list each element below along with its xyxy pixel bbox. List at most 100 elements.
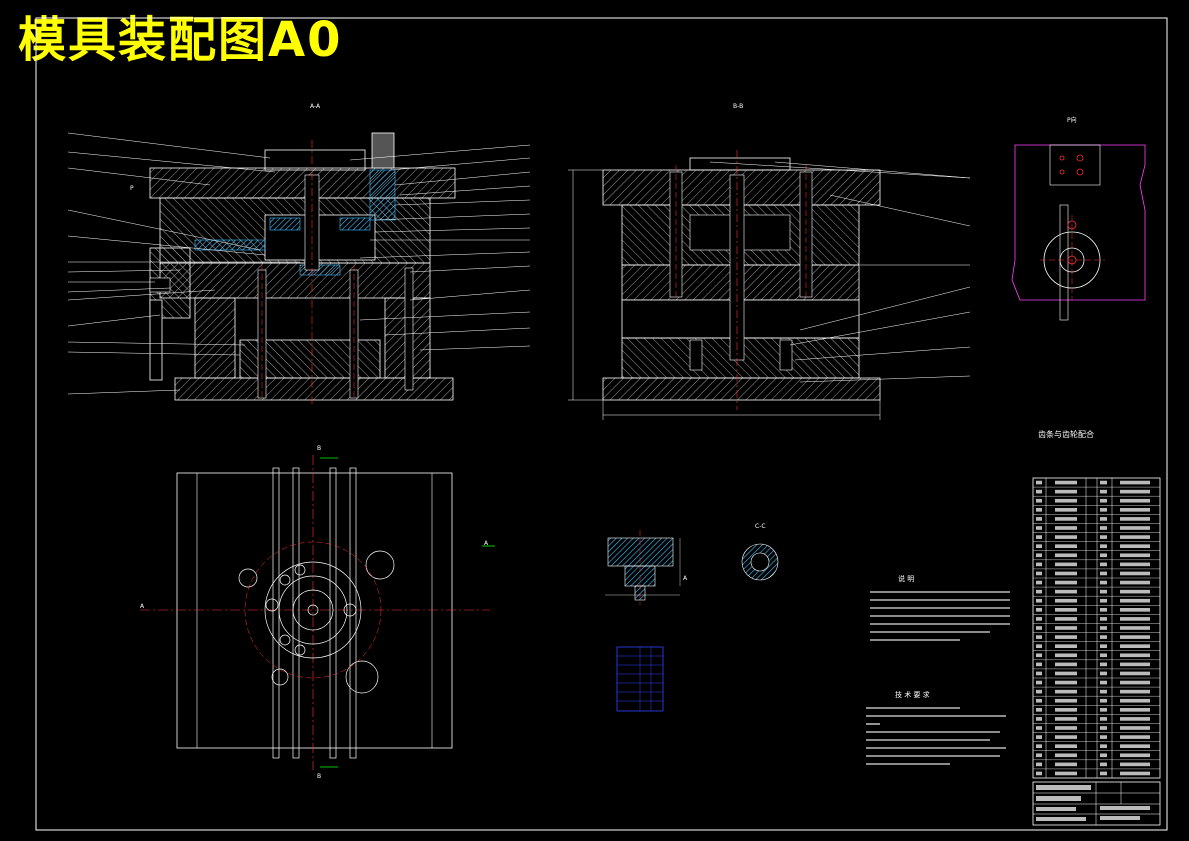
bom-cell-text (1100, 571, 1107, 576)
side-section-view: B-B (568, 103, 971, 420)
bom-cell-text (1120, 689, 1150, 694)
bom-cell-text (1036, 571, 1042, 576)
bom-cell-text (1120, 562, 1150, 567)
bom-cell-text (1120, 508, 1150, 512)
bom-cell-text (1120, 771, 1150, 776)
part-marker-a: A (683, 575, 688, 582)
bom-cell-text (1100, 662, 1107, 667)
bom-cell-text (1120, 626, 1150, 630)
bom-cell-text (1036, 726, 1042, 730)
bom-cell-text (1036, 671, 1042, 676)
bom-cell-text (1036, 489, 1042, 494)
bom-cell-text (1055, 508, 1077, 512)
bom-cell-text (1036, 708, 1042, 712)
bom-cell-text (1120, 726, 1150, 730)
bom-cell-text (1036, 698, 1042, 703)
bom-cell-text (1036, 753, 1042, 758)
bom-cell-text (1120, 480, 1150, 485)
bom-cell-text (1055, 617, 1077, 621)
bom-cell-text (1100, 698, 1107, 703)
bom-cell-text (1036, 762, 1042, 767)
bom-cell-text (1120, 671, 1150, 676)
bom-cell-text (1100, 489, 1107, 494)
bom-cell-text (1055, 744, 1077, 748)
bom-cell-text (1100, 617, 1107, 621)
bom-cell-text (1100, 708, 1107, 712)
main-section-label: A-A (310, 103, 321, 110)
bom-cell-text (1036, 553, 1042, 558)
sheet-border (35, 17, 1168, 831)
bom-cell-text (1120, 526, 1150, 530)
bom-cell-text (1100, 689, 1107, 694)
bom-cell-text (1036, 544, 1042, 548)
bom-cell-text (1120, 571, 1150, 576)
bom-cell-text (1100, 580, 1107, 585)
bom-cell-text (1036, 580, 1042, 585)
bom-cell-text (1055, 562, 1077, 567)
bom-cell-text (1055, 580, 1077, 585)
title-block (1032, 781, 1161, 826)
tech-requirements-heading: 技 术 要 求 (895, 690, 930, 699)
bom-cell-text (1055, 517, 1077, 521)
bom-cell-text (1036, 589, 1042, 594)
bom-cell-text (1036, 535, 1042, 539)
bom-cell-text (1055, 689, 1077, 694)
bom-cell-text (1100, 771, 1107, 776)
bom-cell-text (1055, 498, 1077, 503)
bom-cell-text (1120, 708, 1150, 712)
bom-cell-text (1036, 735, 1042, 739)
bom-cell-text (1055, 489, 1077, 494)
bom-cell-text (1120, 489, 1150, 494)
bom-cell-text (1036, 717, 1042, 721)
main-section-view: A-A P (67, 103, 531, 405)
bom-cell-text (1120, 535, 1150, 539)
bom-cell-text (1055, 535, 1077, 539)
bom-cell-text (1036, 598, 1042, 603)
bom-cell-text (1055, 644, 1077, 648)
bom-cell-text (1100, 517, 1107, 521)
bom-cell-text (1055, 662, 1077, 667)
bom-cell-text (1055, 589, 1077, 594)
bom-cell-text (1100, 626, 1107, 630)
bom-cell-text (1055, 608, 1077, 612)
bom-cell-text (1100, 480, 1107, 485)
bill-of-materials (1032, 477, 1161, 779)
bom-cell-text (1120, 662, 1150, 667)
bom-cell-text (1036, 480, 1042, 485)
bom-cell-text (1055, 671, 1077, 676)
drawing-title: 模具装配图A0 (18, 12, 343, 68)
detail-view-caption: 齿条与齿轮配合 (1038, 429, 1094, 439)
bom-cell-text (1100, 671, 1107, 676)
bom-cell-text (1036, 653, 1042, 658)
bom-cell-text (1120, 698, 1150, 703)
bom-cell-text (1055, 635, 1077, 639)
bom-cell-text (1100, 753, 1107, 758)
part-detail: A C-C (605, 523, 779, 605)
bom-cell-text (1100, 526, 1107, 530)
bom-cell-text (1120, 735, 1150, 739)
bom-cell-text (1120, 580, 1150, 585)
bom-cell-text (1100, 717, 1107, 721)
bom-cell-text (1100, 762, 1107, 767)
bom-cell-text (1036, 508, 1042, 512)
bom-cell-text (1120, 589, 1150, 594)
bom-cell-text (1100, 508, 1107, 512)
notes-block: 说 明 技 术 要 求 (866, 574, 1010, 765)
bom-cell-text (1120, 598, 1150, 603)
bom-cell-text (1120, 644, 1150, 648)
bom-cell-text (1055, 480, 1077, 485)
bom-cell-text (1055, 553, 1077, 558)
side-section-label: B-B (733, 103, 743, 110)
bom-cell-text (1100, 498, 1107, 503)
bom-cell-text (1120, 608, 1150, 612)
bom-cell-text (1055, 544, 1077, 548)
bom-cell-text (1055, 653, 1077, 658)
bom-cell-text (1100, 735, 1107, 739)
bom-cell-text (1055, 708, 1077, 712)
bom-cell-text (1055, 771, 1077, 776)
bom-cell-text (1036, 771, 1042, 776)
notes-heading: 说 明 (898, 574, 914, 583)
bom-cell-text (1100, 726, 1107, 730)
bom-cell-text (1036, 680, 1042, 685)
